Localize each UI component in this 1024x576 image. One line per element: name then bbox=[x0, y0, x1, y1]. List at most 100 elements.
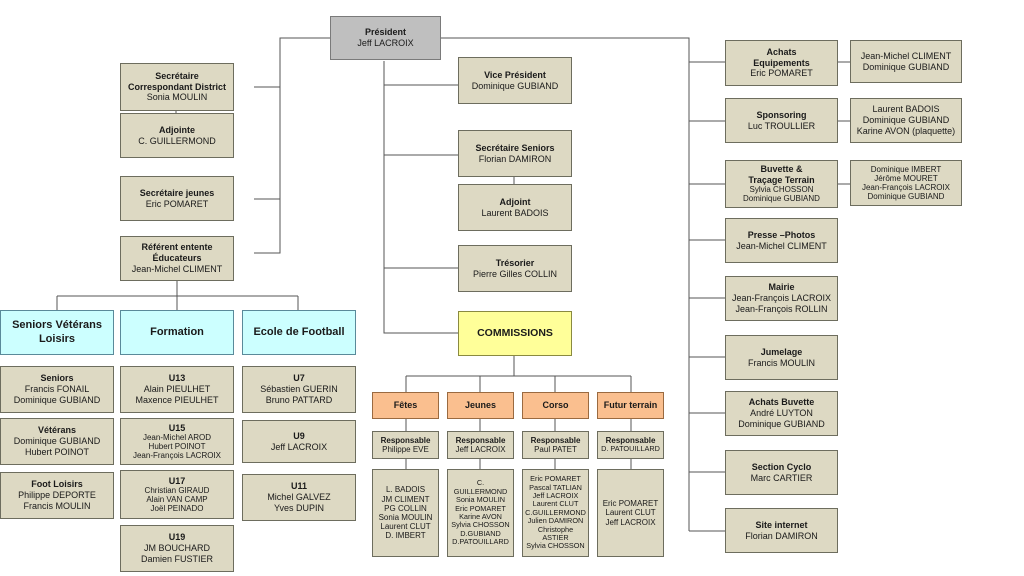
column-formation-title: Formation bbox=[150, 325, 204, 338]
group-member: JM BOUCHARD bbox=[143, 543, 210, 554]
commission-fetes: Fêtes bbox=[372, 392, 439, 419]
box-name: Francis MOULIN bbox=[747, 357, 815, 368]
group-u7: U7 Sébastien GUERIN Bruno PATTARD bbox=[242, 366, 356, 413]
responsable-title: Responsable bbox=[455, 435, 506, 445]
secretaire-seniors-box: Secrétaire Seniors Florian DAMIRON bbox=[458, 130, 572, 177]
vice-president-box: Vice Président Dominique GUBIAND bbox=[458, 57, 572, 104]
mairie-box: Mairie Jean-François LACROIX Jean-Franço… bbox=[725, 276, 838, 321]
box-title: Sponsoring bbox=[756, 109, 807, 120]
member: D. IMBERT bbox=[385, 531, 426, 541]
group-member: Hubert POINOT bbox=[24, 446, 89, 457]
members-futur-terrain: Eric POMARET Laurent CLUT Jeff LACROIX bbox=[597, 469, 664, 557]
adjoint-box: Adjoint Laurent BADOIS bbox=[458, 184, 572, 231]
group-member: Michel GALVEZ bbox=[267, 492, 331, 503]
adjoint-name: Laurent BADOIS bbox=[481, 207, 549, 218]
responsable-name: Philippe EVE bbox=[382, 445, 429, 454]
member: Laurent CLUT bbox=[380, 522, 431, 532]
commissions-box: COMMISSIONS bbox=[458, 311, 572, 356]
group-member: Maxence PIEULHET bbox=[135, 394, 219, 405]
jumelage-box: Jumelage Francis MOULIN bbox=[725, 335, 838, 380]
responsable-title: Responsable bbox=[530, 435, 581, 445]
member: D.PATOUILLARD bbox=[452, 537, 509, 547]
group-title: U15 bbox=[168, 422, 186, 433]
member: PG COLLIN bbox=[384, 503, 427, 513]
group-seniors: Seniors Francis FONAIL Dominique GUBIAND bbox=[0, 366, 114, 413]
group-title: Vétérans bbox=[37, 425, 77, 436]
section-cyclo-box: Section Cyclo Marc CARTIER bbox=[725, 450, 838, 495]
group-title: U9 bbox=[293, 430, 305, 441]
member: Sylvia CHOSSON bbox=[526, 541, 585, 551]
group-veterans: Vétérans Dominique GUBIAND Hubert POINOT bbox=[0, 418, 114, 465]
secretaire-seniors-name: Florian DAMIRON bbox=[478, 153, 552, 164]
referent-box: Référent entente Éducateurs Jean-Michel … bbox=[120, 236, 234, 281]
box-title: Achats Buvette bbox=[748, 397, 815, 408]
secretaire-district-title: Secrétaire Correspondant District bbox=[127, 70, 226, 92]
referent-name: Jean-Michel CLIMENT bbox=[131, 263, 223, 274]
member: C.GUILLERMOND bbox=[525, 507, 586, 517]
box-title: Mairie bbox=[768, 282, 795, 293]
box-name: Dominique GUBIAND bbox=[738, 418, 825, 429]
box-title: Presse –Photos bbox=[747, 229, 816, 240]
responsable-title: Responsable bbox=[605, 436, 656, 446]
member: Eric POMARET bbox=[602, 499, 659, 509]
commission-futur-terrain: Futur terrain bbox=[597, 392, 664, 419]
adjointe-title: Adjointe bbox=[159, 124, 195, 135]
commission-corso: Corso bbox=[522, 392, 589, 419]
extra-name: Dominique GUBIAND bbox=[862, 61, 950, 72]
group-member: Philippe DEPORTE bbox=[18, 490, 96, 501]
box-name: Luc TROULLIER bbox=[747, 120, 816, 131]
tresorier-box: Trésorier Pierre Gilles COLLIN bbox=[458, 245, 572, 292]
group-member: Jean-François LACROIX bbox=[132, 451, 222, 461]
group-member: Sébastien GUERIN bbox=[260, 384, 338, 395]
extra-name: Jean-Michel CLIMENT bbox=[860, 50, 952, 61]
president-name: Jeff LACROIX bbox=[357, 38, 414, 48]
column-seniors-title: Seniors Vétérans Loisirs bbox=[12, 319, 102, 345]
group-u15: U15 Jean-Michel AROD Hubert POINOT Jean-… bbox=[120, 418, 234, 465]
tresorier-title: Trésorier bbox=[495, 257, 535, 268]
secretaire-jeunes-name: Eric POMARET bbox=[145, 198, 209, 209]
group-foot-loisirs: Foot Loisirs Philippe DEPORTE Francis MO… bbox=[0, 472, 114, 519]
group-member: Jean-Michel AROD bbox=[142, 432, 212, 442]
vice-president-name: Dominique GUBIAND bbox=[471, 80, 559, 91]
box-name: Jean-Michel CLIMENT bbox=[736, 240, 827, 251]
group-member: Francis FONAIL bbox=[24, 384, 90, 395]
responsable-name: Paul PATET bbox=[534, 445, 577, 454]
president-title: Président bbox=[364, 27, 406, 38]
member: Sylvia CHOSSON bbox=[451, 520, 510, 530]
box-name: Dominique GUBIAND bbox=[743, 194, 820, 204]
box-name: Jean-François LACROIX bbox=[731, 293, 832, 304]
extra-name: Dominique GUBIAND bbox=[862, 115, 950, 126]
buvette-extra: Dominique IMBERT Jérôme MOURET Jean-Fran… bbox=[850, 160, 962, 206]
box-name: Florian DAMIRON bbox=[745, 530, 818, 541]
box-title: Site internet bbox=[755, 519, 808, 530]
group-title: U13 bbox=[168, 373, 186, 384]
member: Eric POMARET bbox=[530, 474, 581, 484]
group-member: Francis MOULIN bbox=[23, 500, 91, 511]
member: Eric POMARET bbox=[455, 503, 506, 513]
group-title: Foot Loisirs bbox=[31, 479, 83, 490]
group-member: Jeff LACROIX bbox=[270, 441, 328, 452]
member: C. GUILLERMOND bbox=[453, 478, 508, 496]
box-title: Buvette & bbox=[760, 164, 803, 175]
extra-name: Dominique GUBIAND bbox=[867, 192, 945, 202]
member: Julien DAMIRON bbox=[527, 516, 584, 526]
adjoint-title: Adjoint bbox=[499, 196, 531, 207]
group-member: Yves DUPIN bbox=[273, 502, 324, 513]
referent-title: Référent entente Éducateurs bbox=[141, 242, 213, 264]
box-name: Sylvia CHOSSON bbox=[749, 185, 814, 195]
member: D.GUBIAND bbox=[460, 528, 501, 538]
responsable-name: Jeff LACROIX bbox=[455, 445, 506, 454]
group-title: U11 bbox=[290, 481, 307, 492]
responsable-title: Responsable bbox=[380, 435, 431, 445]
member: Sonia MOULIN bbox=[378, 513, 433, 522]
member: Christophe ASTIER bbox=[537, 524, 574, 542]
group-member: Dominique GUBIAND bbox=[13, 394, 101, 405]
site-internet-box: Site internet Florian DAMIRON bbox=[725, 508, 838, 553]
sponsoring-extra: Laurent BADOIS Dominique GUBIAND Karine … bbox=[850, 98, 962, 143]
group-title: U17 bbox=[168, 475, 186, 486]
buvette-box: Buvette & Traçage Terrain Sylvia CHOSSON… bbox=[725, 160, 838, 208]
sponsoring-box: Sponsoring Luc TROULLIER bbox=[725, 98, 838, 143]
member: JM CLIMENT bbox=[381, 494, 430, 504]
group-member: Damien FUSTIER bbox=[140, 553, 213, 564]
